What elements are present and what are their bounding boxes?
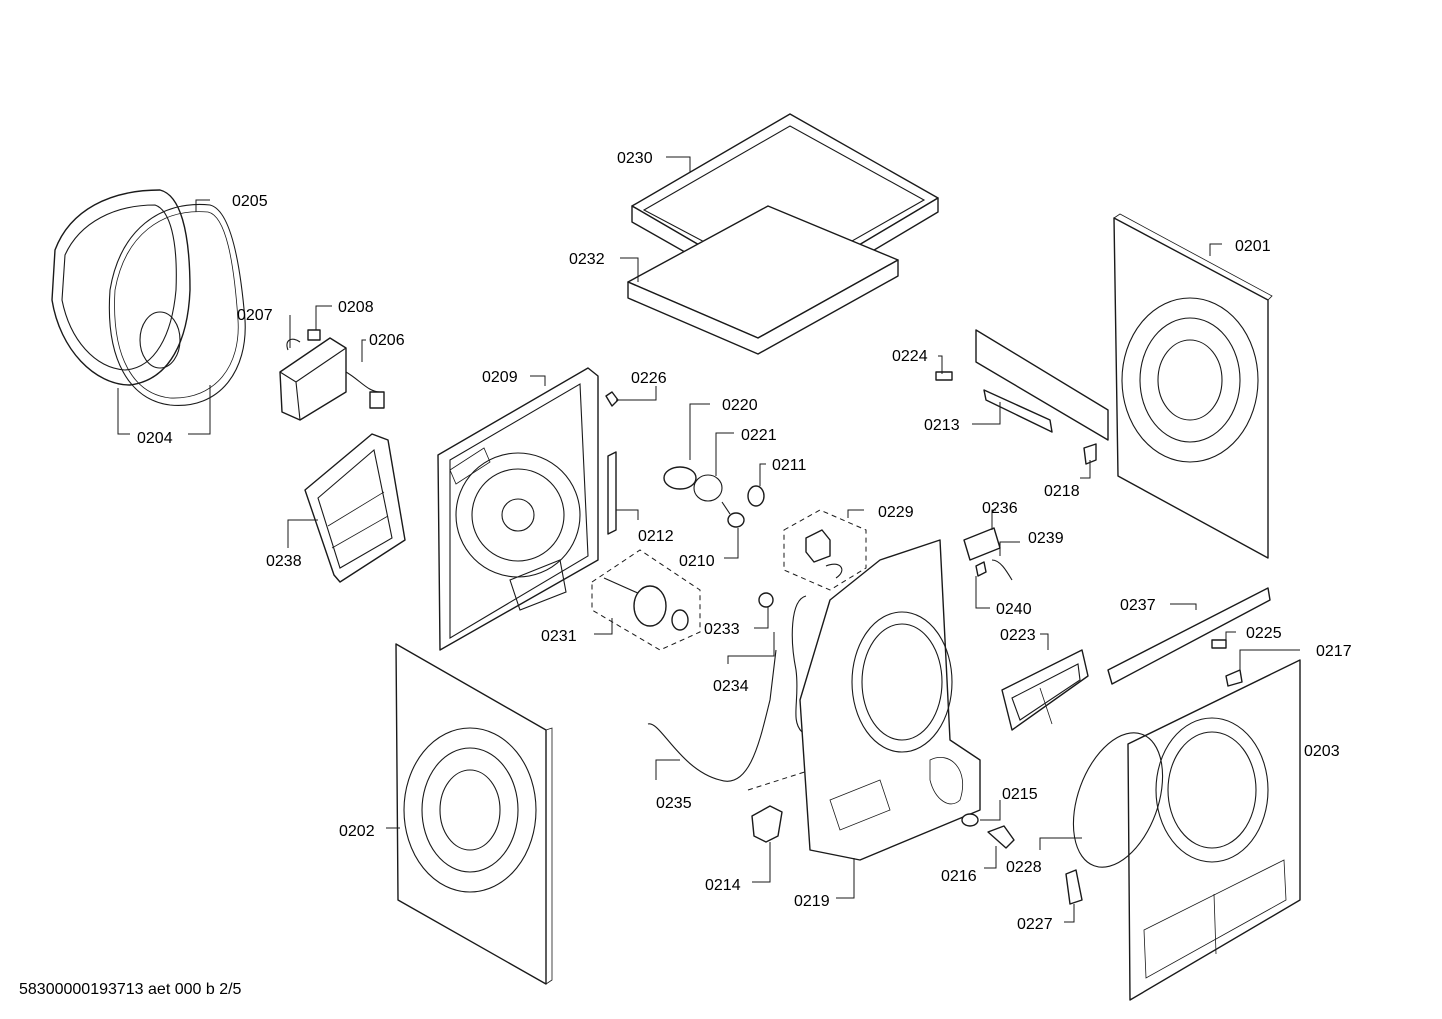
front-panel	[1127, 659, 1301, 1001]
callout-0209: 0209	[482, 369, 518, 386]
callout-0211: 0211	[772, 457, 807, 474]
control-bracket	[935, 329, 1109, 441]
callout-0223: 0223	[1000, 627, 1036, 644]
callout-0213: 0213	[924, 417, 960, 434]
callout-0236: 0236	[982, 500, 1018, 517]
callout-0230: 0230	[617, 150, 653, 167]
callout-0220: 0220	[722, 397, 758, 414]
clip-0217	[1225, 669, 1243, 687]
callout-0212: 0212	[638, 528, 674, 545]
door-seal-0228	[1072, 732, 1164, 868]
insulation-board	[627, 205, 899, 355]
callout-0233: 0233	[704, 621, 740, 638]
callout-0215: 0215	[1002, 786, 1038, 803]
door-seal-frame	[51, 189, 191, 386]
clip-0218	[1083, 443, 1097, 465]
callout-0210: 0210	[679, 553, 715, 570]
clip-0226	[605, 391, 619, 407]
callout-0237: 0237	[1120, 597, 1156, 614]
rail-0237	[1107, 587, 1271, 685]
callout-0224: 0224	[892, 348, 928, 365]
callout-0214: 0214	[705, 877, 741, 894]
sensor-0233	[758, 592, 774, 608]
callout-0217: 0217	[1316, 643, 1352, 660]
callout-0227: 0227	[1017, 916, 1053, 933]
callout-0207: 0207	[237, 307, 273, 324]
callout-0234: 0234	[713, 678, 749, 695]
control-module	[279, 329, 385, 421]
door-gasket	[108, 203, 246, 406]
callout-0221: 0221	[741, 427, 777, 444]
callout-0203: 0203	[1304, 743, 1340, 760]
side-panel-left	[395, 643, 553, 985]
holder-bar	[607, 451, 617, 535]
fluff-filter	[1001, 649, 1089, 731]
callout-0202: 0202	[339, 823, 375, 840]
callout-0228: 0228	[1006, 859, 1042, 876]
callout-0226: 0226	[631, 370, 667, 387]
callout-0231: 0231	[541, 628, 577, 645]
callout-0204: 0204	[137, 430, 173, 447]
pump-group	[783, 509, 867, 591]
callout-0218: 0218	[1044, 483, 1080, 500]
hose-0235	[647, 649, 777, 782]
fan-assembly-group	[591, 549, 701, 651]
callout-0238: 0238	[266, 553, 302, 570]
motor-parts	[663, 466, 765, 528]
bracket-0214	[751, 805, 783, 843]
callout-0239: 0239	[1028, 530, 1064, 547]
callout-0206: 0206	[369, 332, 405, 349]
rear-wall-panel	[437, 367, 599, 651]
callout-0225: 0225	[1246, 625, 1282, 642]
hose-0234	[791, 595, 807, 733]
callout-0235: 0235	[656, 795, 692, 812]
clip-0225	[1211, 639, 1227, 649]
callout-0201: 0201	[1235, 238, 1271, 255]
button-0215	[961, 813, 979, 827]
callout-0216: 0216	[941, 868, 977, 885]
callout-0205: 0205	[232, 193, 268, 210]
side-panel-right	[1113, 213, 1273, 559]
callout-0229: 0229	[878, 504, 914, 521]
document-code: 58300000193713 aet 000 b 2/5	[19, 981, 242, 998]
knob-0216	[987, 825, 1015, 849]
callout-0240: 0240	[996, 601, 1032, 618]
wire-0239	[991, 559, 1013, 581]
hinge-0227	[1065, 869, 1083, 905]
callout-0219: 0219	[794, 893, 830, 910]
callout-0232: 0232	[569, 251, 605, 268]
board-0236	[963, 527, 1001, 561]
air-duct	[304, 433, 406, 583]
callout-0208: 0208	[338, 299, 374, 316]
sensor-0240	[975, 561, 987, 577]
front-bearing-frame	[799, 539, 981, 861]
